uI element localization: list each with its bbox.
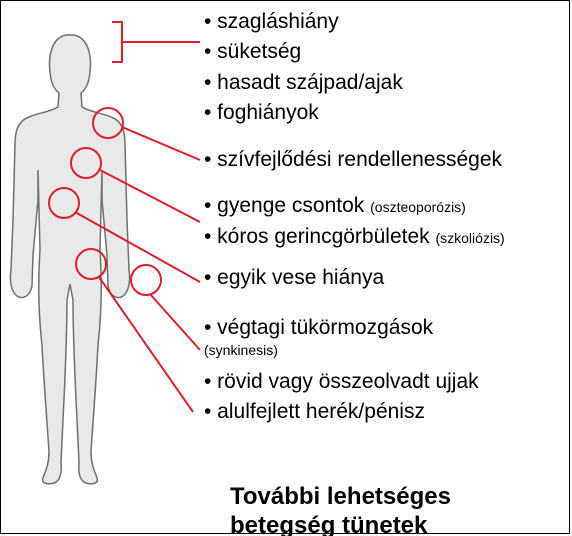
symptom-scoliosis: • kóros gerincgörbületek (szkoliózis) <box>204 225 505 250</box>
symptom-short-fingers: • rövid vagy összeolvadt ujjak <box>204 370 479 394</box>
symptom-missing-kidney: • egyik vese hiánya <box>204 266 384 290</box>
symptom-underdeveloped-genitals: • alulfejlett herék/pénisz <box>204 400 425 424</box>
symptom-cleft-palate: • hasadt szájpad/ajak <box>204 71 403 95</box>
symptom-weak-bones: • gyenge csontok (oszteoporózis) <box>204 194 466 219</box>
symptom-mirror-movements: • végtagi tükörmozgások <box>204 316 433 340</box>
symptom-missing-teeth: • foghiányok <box>204 101 319 125</box>
caption: További lehetséges betegség tünetek <box>230 482 451 536</box>
symptom-mirror-movements-note: (synkinesis) <box>204 342 278 358</box>
symptom-weak-bones-note: (oszteoporózis) <box>370 199 466 215</box>
symptom-scoliosis-note: (szkoliózis) <box>435 230 504 246</box>
human-body-silhouette <box>10 35 129 484</box>
symptom-anosmia: • szagláshiány <box>204 10 339 34</box>
symptom-deafness: • süketség <box>204 40 301 64</box>
genital-connector <box>99 277 193 412</box>
caption-line-2: betegség tünetek <box>230 511 451 536</box>
symptom-heart-defects: • szívfejlődési rendellenességek <box>204 148 502 172</box>
hand-connector <box>150 294 200 350</box>
head-bracket <box>112 22 122 62</box>
heart-connector <box>122 127 200 160</box>
hand-marker <box>131 265 161 295</box>
caption-line-1: További lehetséges <box>230 482 451 511</box>
